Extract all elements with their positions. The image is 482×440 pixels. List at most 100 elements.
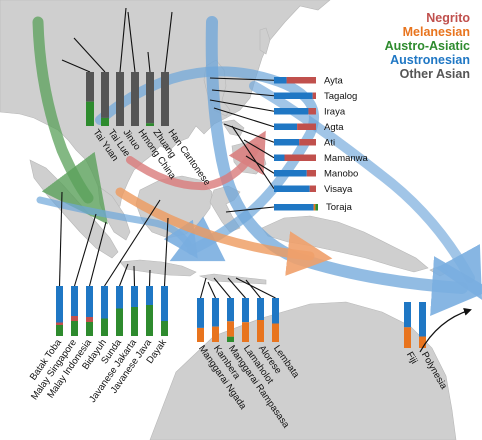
connector-lembata	[235, 277, 276, 299]
connector-tagalog	[211, 89, 275, 97]
connector-manggarai-rampasasa	[213, 277, 231, 299]
connector-dayak	[163, 217, 169, 287]
bar-segment-toraja-austronesian	[274, 204, 314, 211]
bar-segment-tai-lue-austro-asiatic	[101, 117, 109, 126]
bar-segment-kambera-austronesian	[212, 298, 219, 327]
bar-segment-lamaholot-melanesian	[242, 322, 249, 342]
bar-sunda	[116, 286, 123, 336]
melanesian-arrow	[115, 187, 333, 276]
bar-segment-iraya-negrito	[308, 108, 316, 115]
pacific-pointer-arrow	[419, 307, 472, 353]
bar-segment-lembata-austronesian	[272, 298, 279, 324]
bar-segment-fiji-austronesian	[404, 302, 411, 328]
connector-han-cantonese	[164, 11, 173, 73]
label-toraja: Toraja	[326, 202, 353, 213]
bar-javanese-java	[146, 286, 153, 336]
connector-zhuang	[147, 51, 151, 73]
bar-segment-toraja-melanesian	[313, 204, 316, 211]
bar-segment-javanese-java-austro-asiatic	[146, 305, 153, 336]
label-ayta: Ayta	[324, 76, 344, 87]
bar-segment-batak-toba-austro-asiatic	[56, 325, 63, 336]
bar-segment-lamaholot-austronesian	[242, 298, 249, 323]
austronesian-arrow-east	[249, 81, 482, 300]
bar-toraja	[274, 204, 318, 211]
connector-kambera	[207, 281, 216, 299]
bar-ayta	[274, 77, 316, 84]
connector-tai-lue	[73, 37, 106, 73]
connector-agta	[213, 107, 275, 128]
bar-segment-polynesia-melanesian	[419, 336, 426, 348]
land-taiwan	[259, 27, 271, 55]
bar-segment-lembata-melanesian	[272, 323, 279, 342]
bar-manggarai-ngada	[197, 298, 204, 342]
bar-malay-singapore	[71, 286, 78, 336]
bar-malay-indonesia	[86, 286, 93, 336]
bar-segment-batak-toba-austronesian	[56, 286, 63, 323]
bar-segment-javanese-jakarta-austro-asiatic	[131, 307, 138, 336]
bar-tagalog	[274, 92, 316, 99]
austronesian-arrow-west	[36, 196, 198, 259]
bar-kambera	[212, 298, 219, 342]
austro-asiatic-arrow	[32, 16, 108, 225]
bar-segment-zhuang-austro-asiatic	[146, 123, 154, 126]
connector-malay-indonesia	[88, 221, 107, 287]
bar-iraya	[274, 108, 316, 115]
legend-item-other-asian: Other Asian	[400, 67, 470, 81]
bar-alorese	[257, 298, 264, 342]
bar-segment-alorese-melanesian	[257, 320, 264, 342]
label-fiji: Fiji	[404, 350, 420, 366]
connector-bidayuh	[104, 199, 161, 287]
bar-segment-manobo-negrito	[306, 170, 316, 177]
land-solomon-islands	[429, 265, 449, 277]
bar-segment-mamanwa-negrito	[284, 154, 316, 161]
bar-segment-tai-yuan-other-asian	[86, 72, 94, 102]
bar-segment-manggarai-rampasasa-melanesian	[227, 321, 234, 337]
bar-fiji	[404, 302, 411, 348]
land-java	[119, 259, 197, 277]
bar-segment-manobo-austronesian	[274, 170, 307, 177]
bar-dayak	[161, 286, 168, 336]
connector-jinuo	[119, 7, 127, 73]
bar-segment-ati-negrito	[299, 139, 316, 146]
bar-segment-sunda-austro-asiatic	[116, 308, 123, 336]
label-iraya: Iraya	[324, 107, 346, 118]
land-new-guinea	[261, 215, 429, 273]
bar-segment-visaya-negrito	[309, 185, 316, 192]
connector-javanese-jakarta	[133, 265, 136, 287]
label-visaya: Visaya	[324, 184, 353, 195]
bar-segment-malay-indonesia-negrito	[86, 317, 93, 322]
bar-segment-mamanwa-austronesian	[274, 154, 285, 161]
bar-manobo	[274, 170, 316, 177]
negrito-arrow	[126, 130, 266, 191]
bar-segment-malay-singapore-austro-asiatic	[71, 321, 78, 336]
label-agta: Agta	[324, 122, 344, 133]
bar-segment-malay-indonesia-austronesian	[86, 286, 93, 317]
legend-item-austronesian: Austronesian	[390, 53, 470, 67]
connector-malay-singapore	[73, 213, 97, 287]
bar-segment-dayak-austronesian	[161, 286, 168, 321]
bar-segment-bidayuh-austronesian	[101, 286, 108, 319]
bar-segment-malay-singapore-austronesian	[71, 286, 78, 316]
austronesian-arrow-main	[205, 16, 482, 316]
label-tagalog: Tagalog	[324, 91, 357, 102]
bar-segment-tai-lue-other-asian	[101, 72, 109, 118]
connector-sunda	[118, 263, 129, 287]
bar-segment-agta-austronesian	[274, 123, 298, 130]
bar-segment-fiji-melanesian	[404, 327, 411, 348]
bar-segment-manggarai-ngada-austronesian	[197, 298, 204, 328]
connector-ayta	[209, 77, 275, 81]
bar-lamaholot	[242, 298, 249, 342]
bar-segment-han-cantonese-other-asian	[161, 72, 169, 126]
bar-javanese-jakarta	[131, 286, 138, 336]
connector-tai-yuan	[61, 59, 91, 73]
connector-manggarai-ngada	[199, 277, 207, 299]
bar-hmong-china	[131, 72, 139, 126]
label-ati: Ati	[324, 138, 335, 149]
bar-segment-polynesia-austronesian	[419, 302, 426, 337]
label-manobo: Manobo	[324, 169, 358, 180]
connector-lamaholot	[227, 277, 246, 299]
bar-segment-manggarai-rampasasa-austronesian	[227, 298, 234, 322]
bar-bidayuh	[101, 286, 108, 336]
